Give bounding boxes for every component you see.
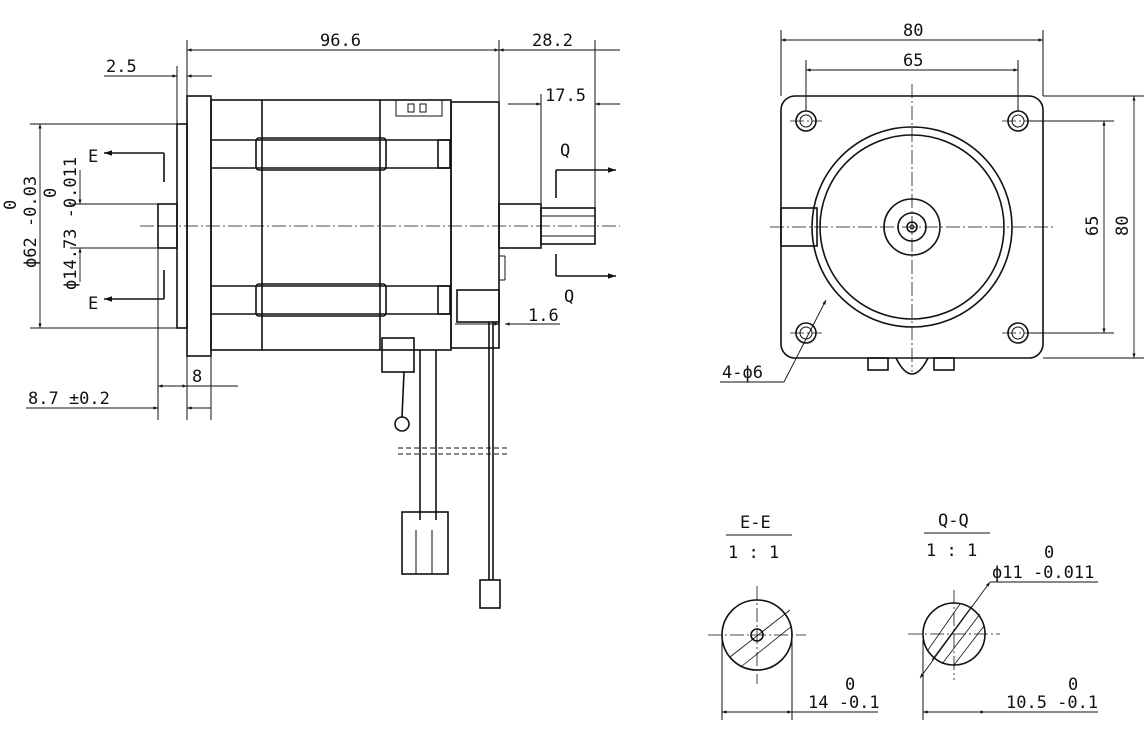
ground-lug — [394, 416, 410, 432]
bottom-cable-loop — [895, 357, 929, 375]
front-view: 80 65 65 80 4-ϕ6 — [720, 21, 1144, 383]
rear-cap — [450, 101, 500, 349]
section-qq-scale: 1 : 1 — [926, 541, 977, 561]
dim-height-bolt: 65 — [1083, 216, 1103, 236]
section-qq: Q-Q 1 : 1 ϕ11 -0.011 0 10.5 -0.1 0 — [908, 511, 1098, 720]
dim-pilot-diameter-upper: 0 — [1, 200, 21, 210]
dim-shaft-rear-diameter: ϕ14.73 -0.011 — [61, 157, 81, 290]
section-ee-dim: 14 -0.1 — [808, 693, 880, 713]
dim-body-length: 96.6 — [320, 31, 361, 51]
section-ee-scale: 1 : 1 — [728, 543, 779, 563]
dim-pilot-total: 8.7 ±0.2 — [28, 389, 110, 409]
section-qq-dim-diameter-upper: 0 — [1044, 543, 1054, 563]
bottom-connector-right — [933, 357, 955, 371]
dim-width-bolt: 65 — [903, 51, 923, 71]
dim-pilot-diameter: ϕ62 -0.03 — [21, 176, 41, 268]
motor-housing-circle — [811, 126, 1013, 328]
section-mark-q-bottom: Q — [564, 287, 574, 307]
dim-key-length: 17.5 — [545, 86, 586, 106]
power-plug — [401, 511, 449, 575]
dim-pilot-length: 8 — [192, 367, 202, 387]
shaft-end — [897, 212, 927, 242]
section-mark-e-top: E — [88, 147, 98, 167]
section-qq-title: Q-Q — [938, 511, 969, 531]
section-ee-title: E-E — [740, 513, 771, 533]
section-ee-dim-upper: 0 — [845, 675, 855, 695]
section-mark-e-bottom: E — [88, 294, 98, 314]
output-shaft — [540, 207, 596, 245]
encoder-plug — [479, 579, 501, 609]
dim-flange-thickness: 2.5 — [106, 57, 137, 77]
tie-rod-bottom — [255, 283, 387, 317]
dim-holes: 4-ϕ6 — [722, 363, 763, 383]
cable-gland — [780, 207, 818, 247]
side-view: 96.6 28.2 2.5 17.5 1.6 8 8.7 ±0.2 ϕ62 -0… — [1, 31, 620, 609]
pilot-circle — [883, 198, 941, 256]
section-ee: E-E 1 : 1 14 -0.1 0 — [708, 513, 880, 720]
encoder-connector — [456, 289, 500, 323]
section-qq-dim-upper: 0 — [1068, 675, 1078, 695]
tie-rod-top — [255, 137, 387, 171]
section-qq-dim-diameter: ϕ11 -0.011 — [992, 563, 1094, 583]
dim-width-outer: 80 — [903, 21, 923, 41]
dim-height-outer: 80 — [1113, 216, 1133, 236]
bottom-connector-left — [867, 357, 889, 371]
section-mark-q-top: Q — [560, 141, 570, 161]
dim-shaft-length: 28.2 — [532, 31, 573, 51]
dim-shaft-rear-diameter-upper: 0 — [41, 188, 61, 198]
section-qq-dim: 10.5 -0.1 — [1006, 693, 1098, 713]
dim-shaft-gap: 1.6 — [528, 306, 559, 326]
